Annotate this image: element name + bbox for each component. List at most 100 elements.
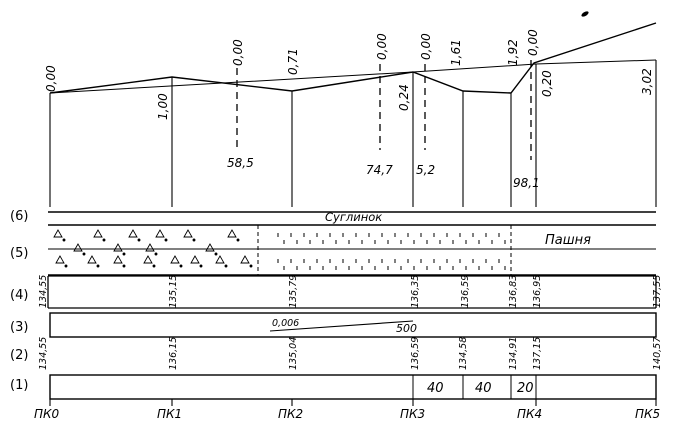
- picket-4: ПК4: [517, 407, 542, 421]
- forest-mark: [53, 229, 63, 238]
- row-label-3: (3): [10, 320, 28, 335]
- forest-dot: [154, 252, 158, 256]
- row3-box: [49, 312, 657, 338]
- forest-dot: [62, 238, 66, 242]
- distance-52: 5,2: [416, 163, 435, 177]
- row2-value: 135,04: [288, 337, 299, 370]
- row-labels: (6) (5) (4) (3) (2) (1): [10, 209, 28, 393]
- forest-dot: [236, 238, 240, 242]
- row4-value: 135,79: [288, 275, 299, 308]
- distance-747: 74,7: [366, 163, 393, 177]
- profile-verticals: [49, 60, 657, 207]
- forest-mark: [205, 243, 215, 252]
- design-line: [49, 22, 657, 94]
- picket-5: ПК5: [635, 407, 660, 421]
- forest-dot: [164, 238, 168, 242]
- top-number-024: 0,24: [397, 84, 411, 111]
- row2-value: 137,15: [532, 337, 543, 370]
- soil-label: Суглинок: [325, 210, 382, 224]
- ink-mark: [581, 11, 589, 17]
- row4-value: 135,15: [168, 275, 179, 308]
- forest-dot: [214, 252, 218, 256]
- zero-distances: 58,5 74,7 5,2 98,1: [227, 156, 540, 190]
- top-number-071: 0,71: [286, 48, 300, 75]
- picket-1: ПК1: [157, 407, 182, 421]
- top-number-000b: 0,00: [231, 39, 245, 66]
- top-number-020: 0,20: [540, 70, 554, 97]
- forest-mark: [73, 243, 83, 252]
- row2-value: 134,58: [458, 337, 469, 370]
- forest-dot: [179, 264, 183, 268]
- distance-981: 98,1: [513, 176, 540, 190]
- row1-value: 40: [475, 381, 492, 396]
- forest-dot: [249, 264, 253, 268]
- picket-labels: ПК0 ПК1 ПК2 ПК3 ПК4 ПК5: [34, 407, 660, 421]
- row4-value: 136,83: [508, 275, 519, 308]
- top-number-100: 1,00: [156, 93, 170, 120]
- forest-dot: [152, 264, 156, 268]
- row-label-6: (6): [10, 209, 28, 224]
- forest-pattern: [53, 229, 253, 268]
- picket-2: ПК2: [278, 407, 303, 421]
- row4-value: 137,55: [652, 275, 663, 308]
- forest-mark: [87, 255, 97, 264]
- row2-value: 136,59: [410, 337, 421, 370]
- top-number-302: 3,02: [640, 68, 654, 95]
- row-label-2: (2): [10, 348, 28, 363]
- row2-value: 140,57: [652, 337, 663, 370]
- row4-value: 136,35: [410, 275, 421, 308]
- forest-mark: [183, 229, 193, 238]
- row2-value: 134,55: [38, 337, 49, 370]
- row4-value: 136,59: [460, 275, 471, 308]
- forest-mark: [128, 229, 138, 238]
- top-number-000c: 0,00: [375, 33, 389, 60]
- top-number-000e: 0,00: [526, 29, 540, 56]
- grass-pattern: [277, 233, 506, 270]
- row2-value: 134,91: [508, 337, 519, 370]
- forest-dot: [137, 238, 141, 242]
- row1-value: 20: [517, 381, 534, 396]
- row3-slope-line: [269, 320, 414, 332]
- row1-dividers: [412, 375, 537, 399]
- row1-value: 40: [427, 381, 444, 396]
- forest-dot: [96, 264, 100, 268]
- row3-length: 500: [396, 322, 417, 335]
- row4-value: 136,95: [532, 275, 543, 308]
- forest-mark: [240, 255, 250, 264]
- row4-values: 134,55 135,15 135,79 136,35 136,59 136,8…: [38, 275, 663, 308]
- picket-ticks: [49, 399, 657, 406]
- row3-slope: 0,006: [272, 318, 299, 329]
- forest-dot: [122, 264, 126, 268]
- forest-dot: [82, 252, 86, 256]
- row2-values: 134,55 136,15 135,04 136,59 134,58 134,9…: [38, 337, 663, 370]
- forest-mark: [93, 229, 103, 238]
- forest-mark: [155, 229, 165, 238]
- row-label-4: (4): [10, 288, 28, 303]
- ground-line: [49, 59, 657, 94]
- forest-mark: [143, 255, 153, 264]
- row1-box: [49, 374, 657, 400]
- forest-mark: [215, 255, 225, 264]
- picket-3: ПК3: [400, 407, 425, 421]
- profile-top-numbers: 0,00 1,00 0,00 0,71 0,00 0,24 0,00 1,61 …: [44, 29, 654, 120]
- row4-box: [47, 275, 657, 309]
- row-label-5: (5): [10, 246, 28, 261]
- zero-point-markers: [236, 60, 532, 160]
- row-label-1: (1): [10, 378, 28, 393]
- top-number-161: 1,61: [449, 39, 463, 66]
- forest-mark: [55, 255, 65, 264]
- forest-mark: [190, 255, 200, 264]
- distance-585: 58,5: [227, 156, 254, 170]
- forest-mark: [145, 243, 155, 252]
- forest-dot: [102, 238, 106, 242]
- forest-mark: [113, 243, 123, 252]
- picket-0: ПК0: [34, 407, 60, 421]
- row4-value: 134,55: [38, 275, 49, 308]
- forest-mark: [170, 255, 180, 264]
- forest-dot: [192, 238, 196, 242]
- top-number-000a: 0,00: [44, 65, 58, 92]
- row2-value: 136,15: [168, 337, 179, 370]
- top-number-192: 1,92: [506, 39, 520, 66]
- land-label: Пашня: [545, 233, 591, 248]
